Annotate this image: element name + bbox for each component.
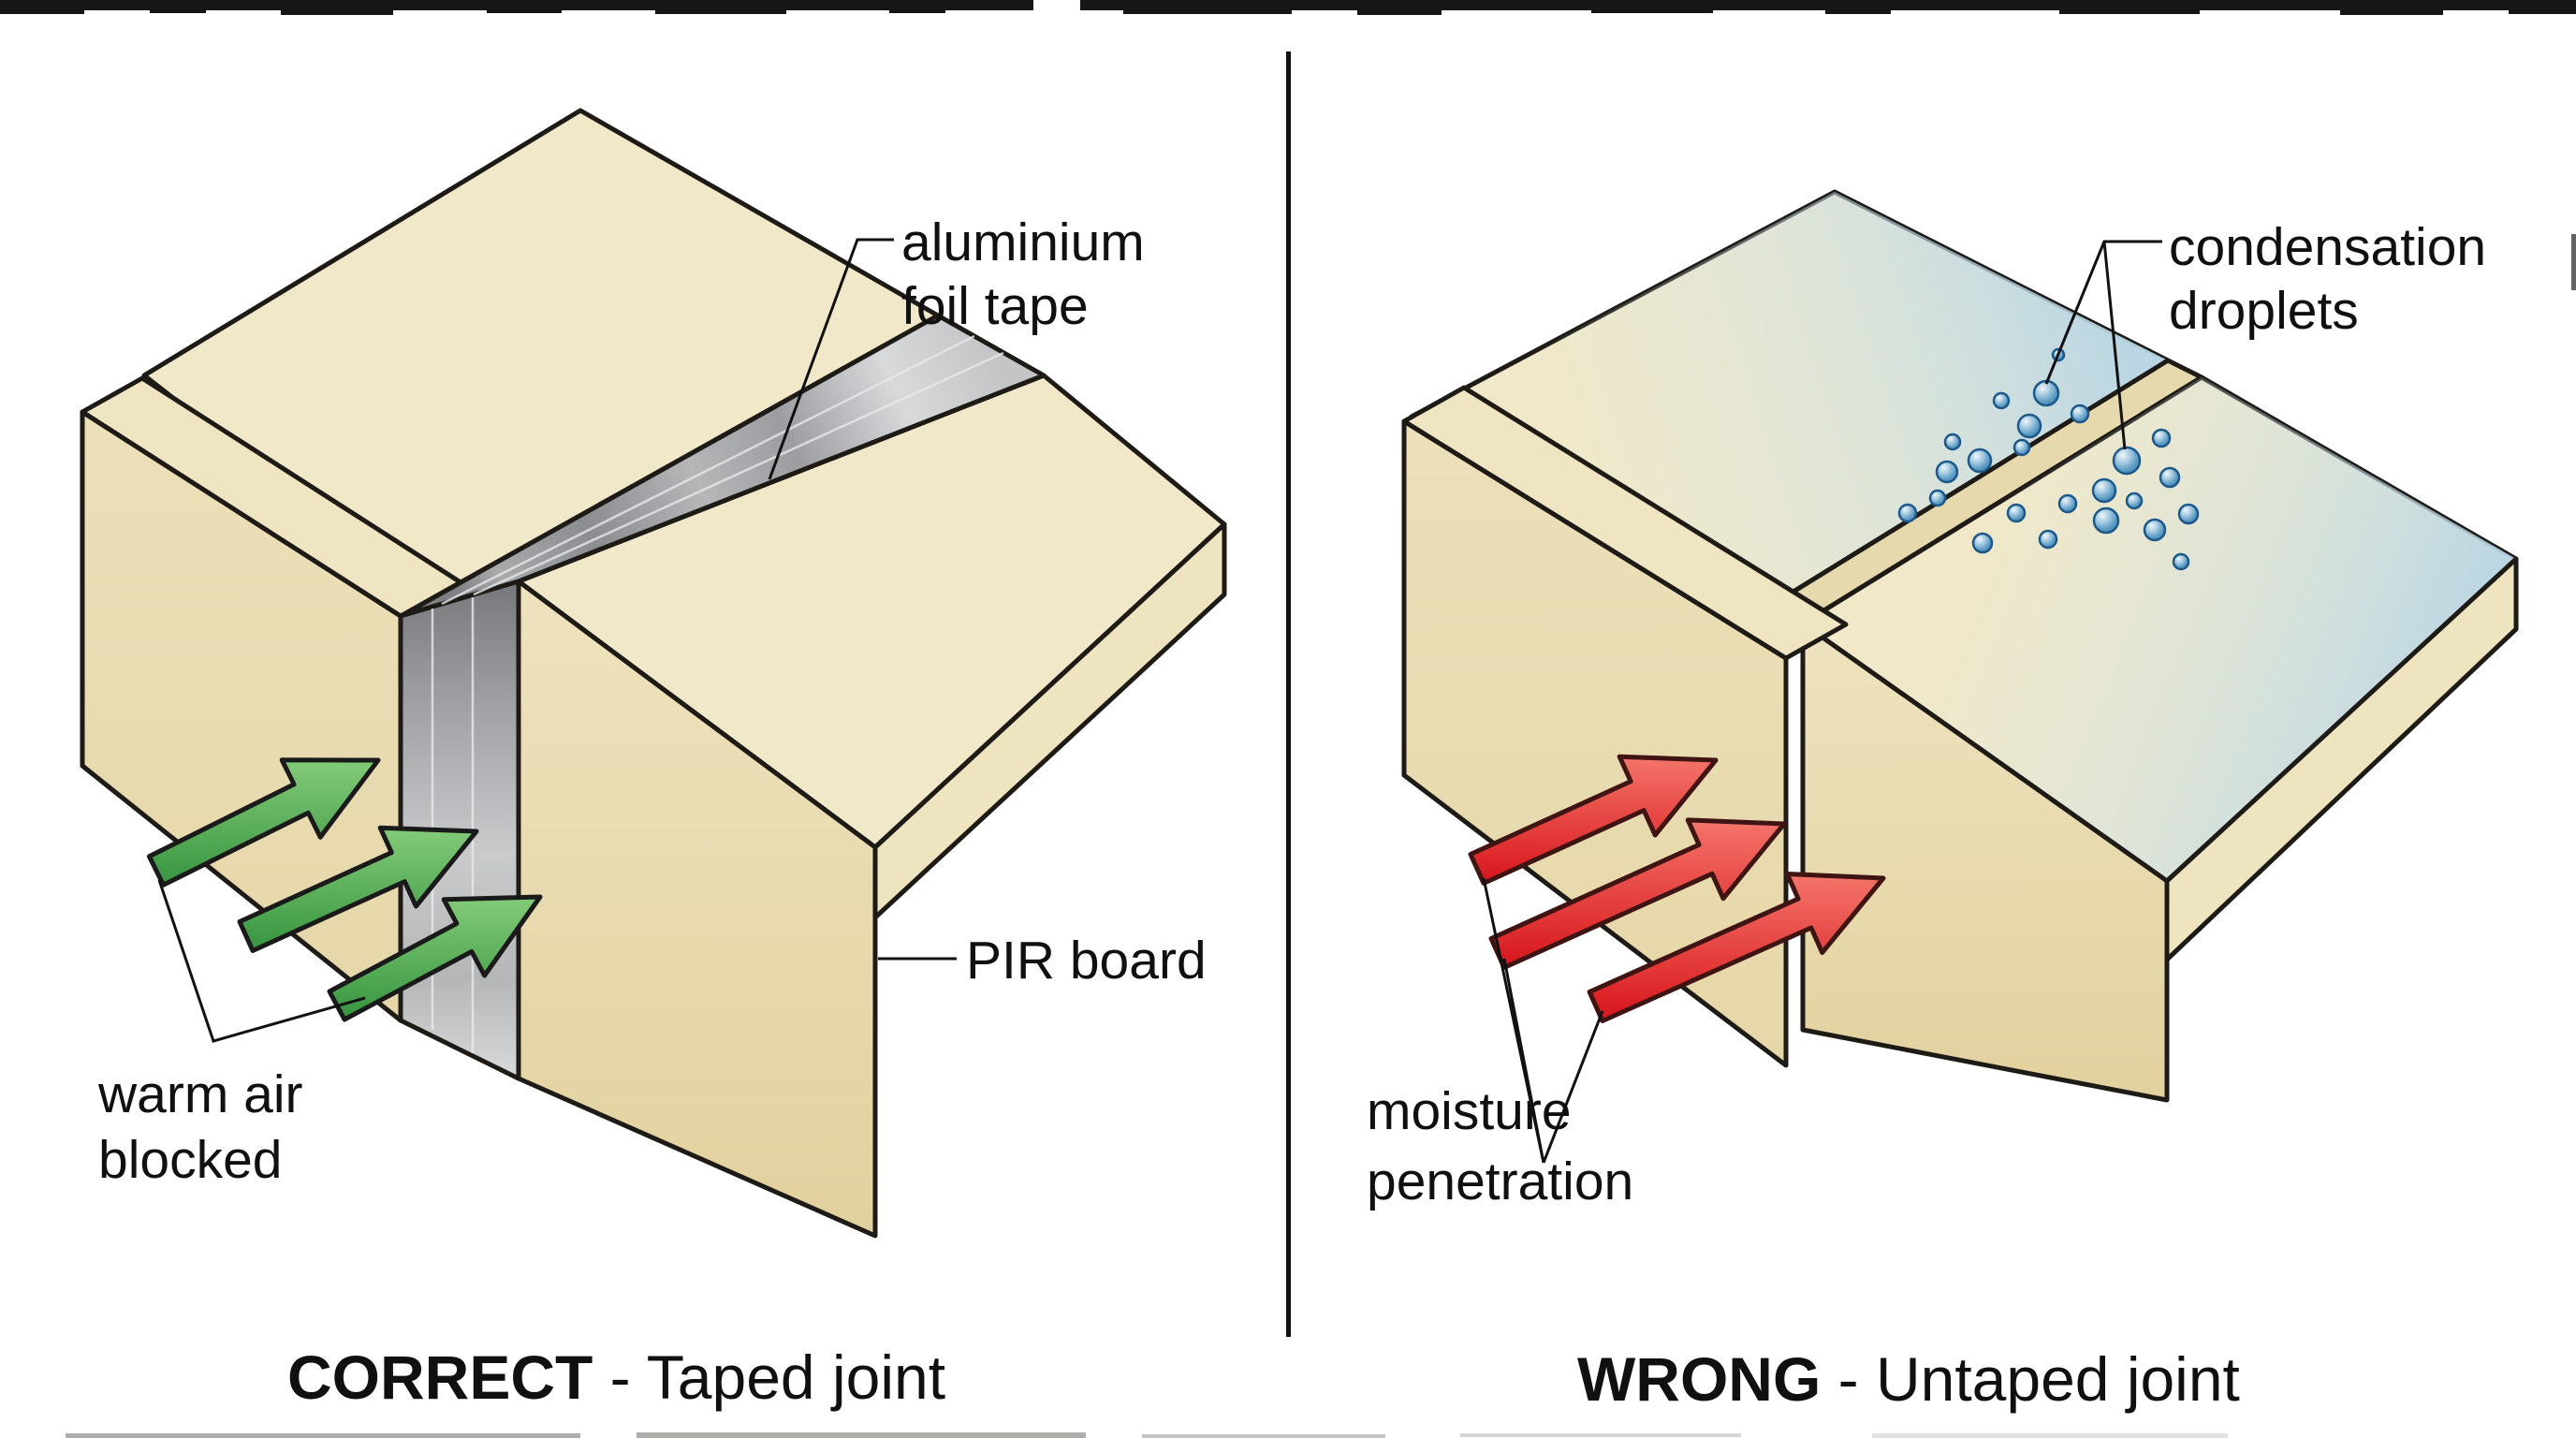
condensation-label-line1: condensation	[2169, 217, 2486, 277]
droplet-icon	[2112, 446, 2142, 476]
droplet-icon	[2177, 503, 2200, 525]
pir-board-label: PIR board	[966, 931, 1207, 990]
wrong-joint-illustration	[1401, 189, 2519, 1103]
droplet-icon	[2016, 413, 2042, 439]
warm-air-leader	[157, 879, 366, 1043]
warm-air-label-line2: blocked	[98, 1130, 282, 1190]
moisture-arrow-icon	[1587, 872, 1886, 1023]
left-caption-rest: - Taped joint	[593, 1343, 945, 1412]
warm-air-arrow-icon	[327, 894, 543, 1022]
tape-highlight-streaks	[431, 334, 1004, 1053]
droplet-icon	[2012, 438, 2031, 457]
front-board-top-edge-untaped	[1401, 385, 1849, 661]
condensation-label-line2: droplets	[2169, 281, 2359, 341]
droplet-icon	[2172, 552, 2190, 571]
tape-label-line2: foil tape	[901, 276, 1089, 336]
tape-label-line1: aluminium	[901, 213, 1145, 272]
droplet-icon	[1992, 391, 2011, 410]
warm-air-arrow-icon	[237, 825, 479, 953]
moisture-arrow-icon	[1468, 754, 1719, 886]
droplet-icon	[2070, 404, 2090, 424]
right-leader-lines	[1482, 240, 2162, 1164]
droplet-icon	[2159, 466, 2181, 489]
droplet-icon	[2125, 492, 2144, 510]
moisture-leader-3	[1542, 1010, 1604, 1164]
right-caption-rest: - Untaped joint	[1821, 1344, 2240, 1414]
droplet-icon	[1971, 532, 1994, 554]
tape-label-leader	[768, 238, 894, 480]
condensation-droplets-group	[1897, 347, 2200, 571]
left-caption: CORRECT - Taped joint	[287, 1343, 945, 1412]
correct-joint-illustration	[80, 108, 1227, 1239]
moisture-arrows	[1468, 754, 1886, 1023]
right-caption-bold: WRONG	[1577, 1344, 1821, 1414]
droplet-icon	[2151, 428, 2172, 448]
moisture-label-line1: moisture	[1367, 1081, 1572, 1141]
droplet-icon	[2038, 529, 2058, 550]
droplet-icon	[1897, 503, 1918, 523]
droplet-icon	[2006, 503, 2027, 523]
panel-divider	[1286, 51, 1291, 1337]
droplet-icon	[2032, 379, 2060, 407]
droplet-icon	[2091, 477, 2117, 504]
condensation-leader-2	[2102, 241, 2127, 450]
warm-air-label-line1: warm air	[97, 1064, 303, 1124]
condensation-tint-right	[1803, 377, 2516, 881]
left-leader-lines	[157, 238, 957, 1043]
droplet-icon	[1935, 460, 1959, 484]
droplet-icon	[2143, 518, 2167, 542]
droplet-icon	[1943, 433, 1962, 451]
moisture-arrow-icon	[1488, 817, 1787, 970]
right-caption: WRONG - Untaped joint	[1577, 1344, 2240, 1414]
droplet-icon	[2092, 506, 2120, 535]
droplet-icon	[2057, 493, 2078, 514]
warm-air-arrow-icon	[146, 757, 381, 888]
moisture-label-line2: penetration	[1367, 1152, 1633, 1211]
droplet-icon	[1928, 489, 1947, 507]
droplet-icon	[1967, 448, 1993, 474]
warm-air-arrows	[146, 757, 543, 1022]
front-board-top-edge	[80, 375, 463, 619]
left-caption-bold: CORRECT	[287, 1343, 593, 1412]
